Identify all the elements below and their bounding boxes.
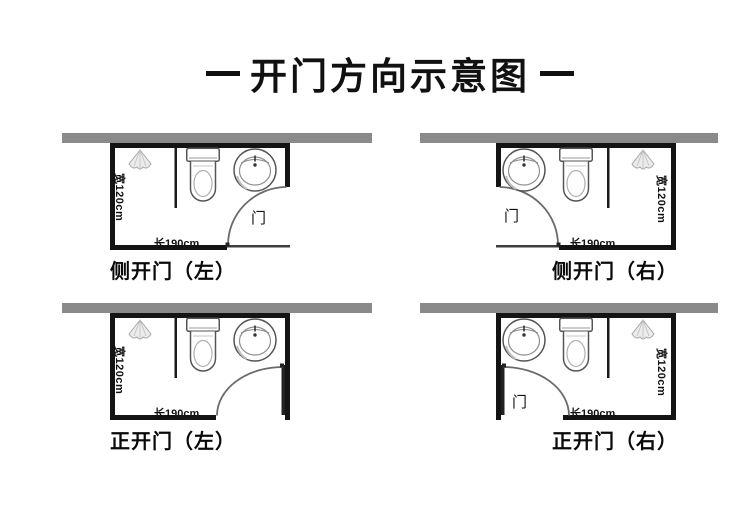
door-leaf — [496, 245, 559, 248]
diagram-caption: 侧开门（右） — [552, 261, 678, 283]
door-label: 门 — [504, 208, 520, 225]
wall-bar-top-right — [420, 133, 718, 143]
diagram-caption: 正开门（左） — [110, 431, 236, 453]
length-dimension-label: 长190cm — [154, 238, 200, 250]
room-plan-svg — [496, 143, 676, 250]
room-plan-svg — [110, 143, 290, 250]
door-leaf — [501, 365, 505, 415]
door-swing-arc — [227, 186, 287, 246]
sink-icon — [502, 148, 546, 192]
partition-wall — [174, 317, 177, 378]
diagram-front-open-right: 宽120cm 长190cm 门 正开门（右） — [496, 313, 678, 483]
wall-bar-top-left — [62, 133, 372, 143]
room-walls — [496, 143, 676, 250]
width-dimension-label: 宽120cm — [655, 175, 667, 224]
length-dimension-label: 长190cm — [154, 408, 200, 420]
toilet-icon — [559, 317, 593, 372]
door-leaf — [227, 245, 290, 248]
shower-icon — [631, 319, 655, 340]
toilet-icon — [186, 147, 220, 202]
width-dimension-label: 宽120cm — [655, 348, 667, 397]
partition-wall — [174, 147, 177, 208]
door-leaf — [281, 365, 285, 415]
length-dimension-label: 长190cm — [570, 238, 616, 250]
room-plan-svg — [110, 313, 290, 420]
shower-icon — [128, 319, 152, 340]
room-walls — [496, 313, 676, 420]
page-title-row: 开门方向示意图 — [30, 46, 750, 100]
title-dash-right — [540, 70, 574, 76]
shower-icon — [128, 149, 152, 170]
sink-icon — [502, 318, 546, 362]
room-walls — [110, 143, 290, 250]
length-dimension-label: 长190cm — [570, 408, 616, 420]
sink-icon — [233, 148, 277, 192]
door-hinge-dot — [225, 242, 230, 247]
partition-wall — [607, 147, 610, 208]
door-swing-arc — [499, 186, 559, 246]
partition-wall — [607, 317, 610, 378]
wall-bar-bottom-right — [420, 303, 718, 313]
door-label: 门 — [251, 210, 267, 227]
room-walls — [110, 313, 290, 420]
width-dimension-label: 宽120cm — [113, 346, 125, 395]
diagram-front-open-left: 宽120cm 长190cm 正开门（左） — [110, 313, 290, 483]
diagram-side-open-right: 宽120cm 长190cm 门 侧开门（右） — [496, 143, 678, 313]
room-plan-svg — [496, 313, 676, 420]
door-label: 门 — [512, 394, 528, 411]
title-dash-left — [206, 70, 240, 76]
door-hinge-dot — [280, 363, 284, 368]
door-hinge-dot — [502, 363, 506, 368]
wall-bar-bottom-left — [62, 303, 372, 313]
sink-icon — [233, 318, 277, 362]
width-dimension-label: 宽120cm — [113, 173, 125, 222]
diagram-side-open-left: 宽120cm 长190cm 门 侧开门（左） — [110, 143, 290, 313]
shower-icon — [631, 149, 655, 170]
toilet-icon — [186, 317, 220, 372]
toilet-icon — [559, 147, 593, 202]
door-swing-arc — [216, 366, 284, 416]
door-hinge-dot — [556, 242, 561, 247]
page-title: 开门方向示意图 — [250, 56, 530, 97]
diagram-caption: 侧开门（左） — [110, 261, 236, 283]
diagram-caption: 正开门（右） — [552, 431, 678, 453]
door-swing-arc — [502, 366, 570, 416]
